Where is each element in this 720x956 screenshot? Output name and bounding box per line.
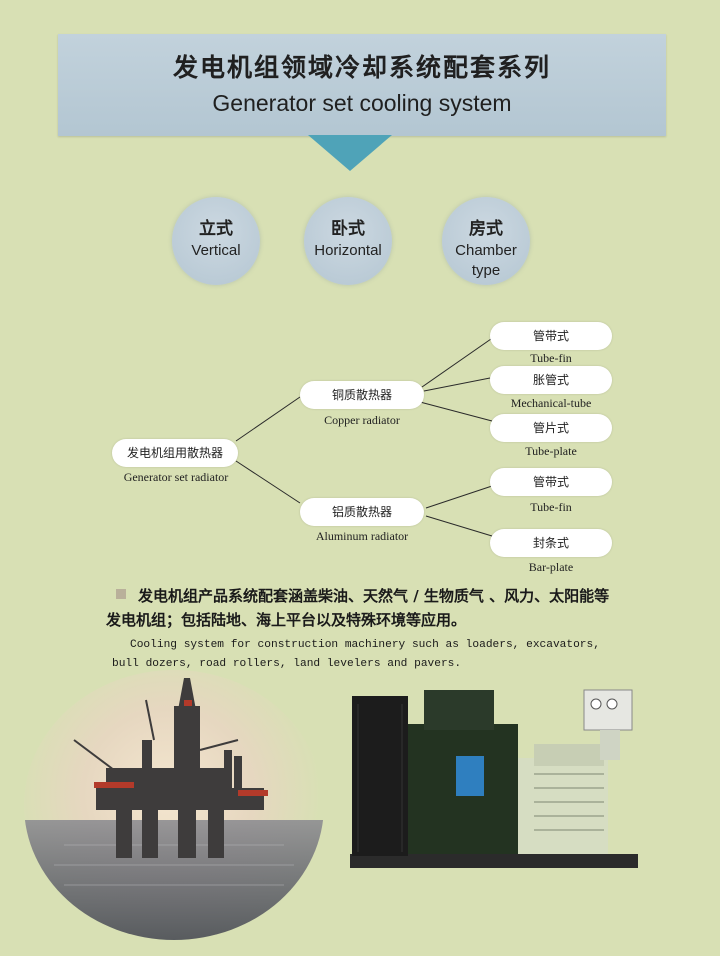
bullet-square-icon <box>116 589 126 599</box>
aluminum-child-node: 封条式 <box>490 529 612 557</box>
type-label-cn: 房式 <box>469 219 503 239</box>
generator-set-photo <box>344 684 644 874</box>
copper-child-node: 管带式 <box>490 322 612 350</box>
type-label-en: Chamber type <box>455 242 517 279</box>
copper-radiator-node: 铜质散热器 <box>300 381 424 409</box>
connector-line <box>235 460 301 504</box>
aluminum-radiator-caption: Aluminum radiator <box>315 529 409 543</box>
type-label-cn: 立式 <box>199 219 233 239</box>
connector-line <box>421 338 492 388</box>
header-banner: 发电机组领域冷却系统配套系列 Generator set cooling sys… <box>58 34 666 136</box>
aluminum-child-caption: Tube-fin <box>530 500 572 514</box>
connector-line <box>425 515 493 537</box>
title-chinese: 发电机组领域冷却系统配套系列 <box>172 53 551 82</box>
copper-child-caption: Tube-fin <box>530 351 572 365</box>
connector-line <box>235 396 301 442</box>
description-chinese: 发电机组产品系统配套涵盖柴油、天然气 / 生物质气 、风力、太阳能等发电机组；包… <box>106 587 610 629</box>
copper-child-node: 管片式 <box>490 414 612 442</box>
root-node: 发电机组用散热器 <box>112 439 238 467</box>
root-node-caption: Generator set radiator <box>123 470 229 484</box>
offshore-platform-photo <box>24 670 324 940</box>
type-label-en: Horizontal <box>314 242 382 259</box>
type-vertical-circle: 立式 Vertical <box>172 197 260 285</box>
connector-line <box>423 377 491 392</box>
aluminum-radiator-node: 铝质散热器 <box>300 498 424 526</box>
type-label-cn: 卧式 <box>331 219 365 239</box>
type-chamber-circle: 房式 Chamber type <box>442 197 530 285</box>
type-label-en: Vertical <box>191 242 241 259</box>
type-horizontal-circle: 卧式 Horizontal <box>304 197 392 285</box>
aluminum-child-node: 管带式 <box>490 468 612 496</box>
title-english: Generator set cooling system <box>212 90 512 116</box>
copper-child-node: 胀管式 <box>490 366 612 394</box>
down-pointer-icon <box>308 135 392 171</box>
aluminum-child-caption: Bar-plate <box>528 560 574 574</box>
description-english: Cooling system for construction machiner… <box>112 639 600 670</box>
copper-child-caption: Mechanical-tube <box>510 396 592 410</box>
copper-child-caption: Tube-plate <box>525 444 577 458</box>
copper-radiator-caption: Copper radiator <box>324 413 400 427</box>
connector-line <box>419 401 493 422</box>
tree-connectors <box>235 338 493 537</box>
connector-line <box>425 485 493 509</box>
